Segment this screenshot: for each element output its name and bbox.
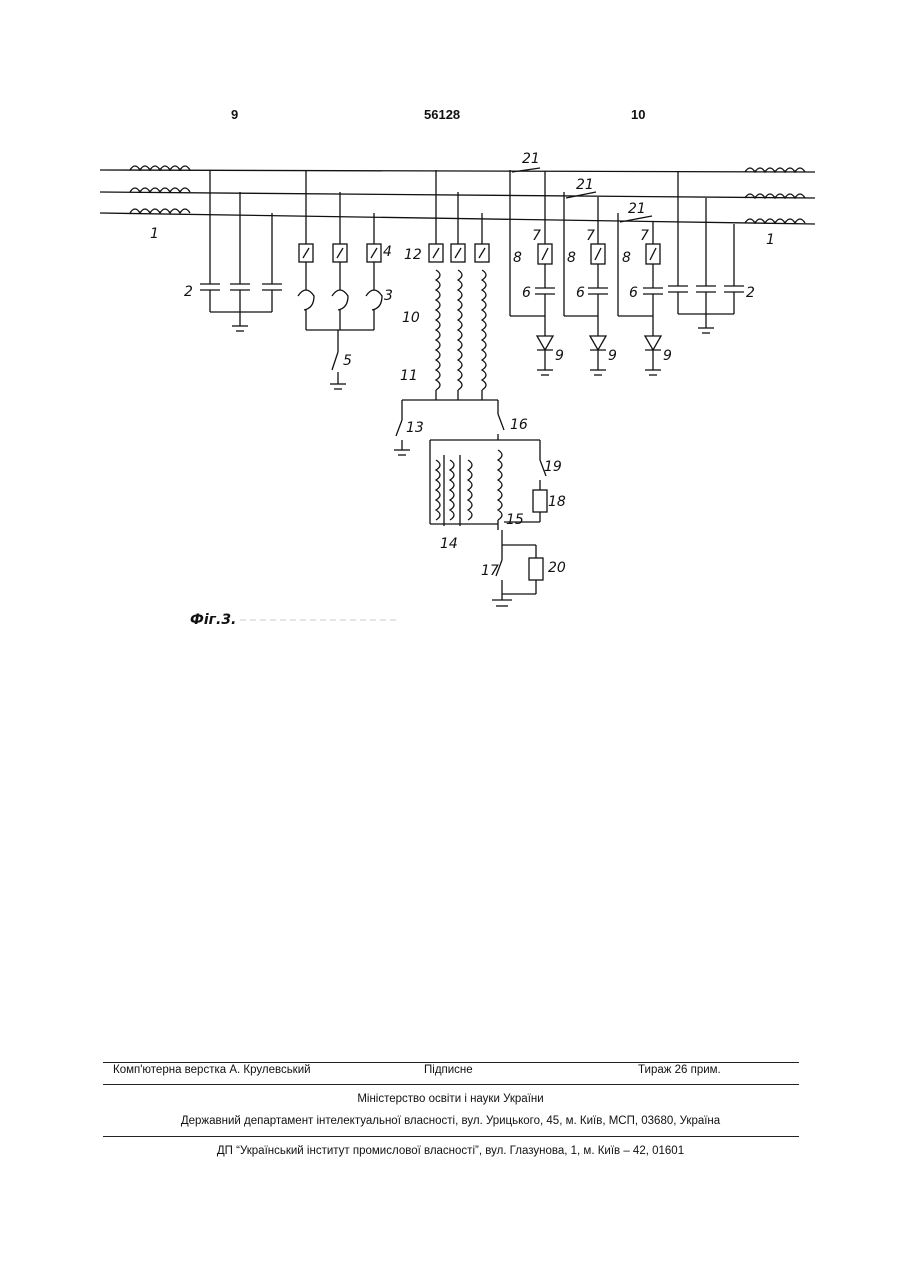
label-10: 10 [402, 310, 420, 326]
label-13: 13 [406, 420, 424, 436]
enterprise: ДП “Український інститут промислової вла… [0, 1145, 901, 1157]
label-14: 14 [440, 536, 458, 552]
label-6-a: 6 [522, 285, 531, 301]
label-1-left: 1 [150, 226, 159, 242]
filter-branches [510, 168, 663, 375]
label-15: 15 [506, 512, 524, 528]
left-capacitor-bank [200, 170, 282, 331]
signed-note: Підписне [424, 1064, 473, 1076]
label-20: 20 [548, 560, 566, 576]
switch-17-resistor-20 [492, 530, 543, 606]
right-line-inductors [745, 168, 805, 223]
footer-rule-bottom [103, 1136, 799, 1137]
label-6-b: 6 [576, 285, 585, 301]
label-6-c: 6 [629, 285, 638, 301]
label-7-a: 7 [532, 228, 541, 244]
label-5: 5 [343, 353, 352, 369]
label-21-a: 21 [522, 151, 540, 167]
right-capacitor-bank [668, 172, 744, 333]
circulation: Тираж 26 прим. [638, 1064, 721, 1076]
label-8-c: 8 [622, 250, 631, 266]
label-18: 18 [548, 494, 566, 510]
department: Державний департамент інтелектуальної вл… [0, 1115, 901, 1127]
label-21-c: 21 [628, 201, 646, 217]
label-9-b: 9 [608, 348, 617, 364]
label-7-c: 7 [640, 228, 649, 244]
figure-caption: Фіг.3. [190, 612, 236, 628]
circuit-diagram: 1 1 2 2 3 4 5 6 6 6 7 7 7 8 8 8 9 9 9 10… [0, 0, 901, 660]
label-2-right: 2 [746, 285, 755, 301]
label-1-right: 1 [766, 232, 775, 248]
footer-rule-top [103, 1062, 799, 1063]
label-11: 11 [400, 368, 418, 384]
label-9-a: 9 [555, 348, 564, 364]
label-7-b: 7 [586, 228, 595, 244]
label-12: 12 [404, 247, 422, 263]
label-9-c: 9 [663, 348, 672, 364]
label-2-left: 2 [184, 284, 193, 300]
layout-credit: Комп'ютерна верстка А. Крулевський [113, 1064, 311, 1076]
label-17: 17 [481, 563, 499, 579]
transformer-group [430, 400, 547, 530]
left-switch-group [298, 170, 382, 389]
label-8-b: 8 [567, 250, 576, 266]
label-21-b: 21 [576, 177, 594, 193]
left-line-inductors [130, 166, 190, 213]
footer-rule-middle [103, 1084, 799, 1085]
label-8-a: 8 [513, 250, 522, 266]
label-3: 3 [384, 288, 393, 304]
ministry: Міністерство освіти і науки України [0, 1093, 901, 1105]
reactor-group [402, 170, 498, 400]
label-19: 19 [544, 459, 562, 475]
label-4: 4 [383, 244, 392, 260]
label-16: 16 [510, 417, 528, 433]
